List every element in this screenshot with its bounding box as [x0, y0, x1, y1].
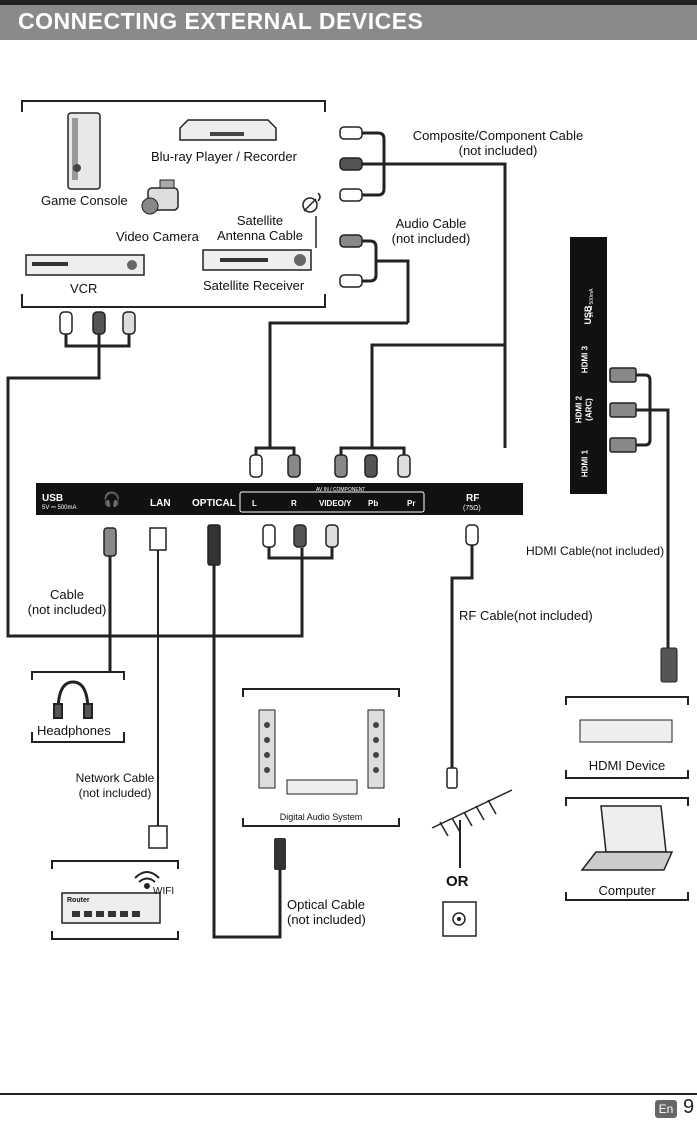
headphones-frame [31, 671, 125, 743]
audio-cable-line [362, 239, 410, 323]
optical-cable-line [212, 565, 282, 939]
headphone-port-icon: 🎧 [103, 491, 121, 507]
tv-port-pb: Pb [368, 499, 379, 508]
tv-input-plugs [249, 454, 411, 478]
label-bluray: Blu-ray Player / Recorder [151, 149, 297, 164]
tv-usb-label: USB [42, 493, 64, 504]
tv-optical-label: OPTICAL [192, 498, 236, 509]
composite-cable-line [362, 131, 507, 448]
composite-cable-plugs [339, 126, 363, 202]
hdmi-plugs [609, 367, 637, 453]
side-hdmi2-label: HDMI 2 [574, 395, 584, 424]
side-usb-rating: 5V ⎓ 500mA [589, 288, 595, 318]
label-composite-cable: Composite/Component Cable (not included) [412, 128, 584, 158]
tv-port-video: VIDEO/Y [319, 499, 352, 508]
label-or: OR [446, 873, 469, 890]
bluray-player-icon [179, 119, 277, 141]
side-hdmi2-arc-label: (ARC) [584, 398, 594, 421]
section-header: CONNECTING EXTERNAL DEVICES [0, 0, 697, 40]
laptop-icon [580, 805, 674, 871]
tv-usb-rating: 5V ⎓ 500mA [42, 505, 77, 511]
page-number: 9 [683, 1096, 695, 1118]
label-digital-audio-system: Digital Audio System [279, 812, 363, 822]
receiver-unit-icon [286, 779, 358, 795]
speaker-left-icon [258, 709, 276, 789]
label-satellite-receiver: Satellite Receiver [203, 278, 305, 293]
computer-frame [565, 797, 689, 901]
router-icon [61, 892, 161, 924]
label-router: Router [67, 897, 90, 904]
digital-audio-system-frame [242, 688, 400, 827]
label-hdmi-device: HDMI Device [588, 758, 666, 773]
tv-bottom-plugs [103, 524, 479, 566]
vcr-plugs [59, 311, 136, 335]
label-computer: Computer [598, 883, 656, 898]
label-wifi: WIFI [153, 886, 175, 897]
side-hdmi1-label: HDMI 1 [580, 449, 590, 478]
label-network-cable: Network Cable (not included) [75, 771, 155, 800]
label-headphones: Headphones [37, 723, 111, 738]
video-camera-icon [141, 179, 179, 215]
hdmi-device-frame [565, 696, 689, 779]
label-optical-cable: Optical Cable (not included) [287, 897, 366, 927]
tv-rf-ohm: (75Ω) [463, 505, 481, 512]
source-devices-frame [21, 100, 326, 308]
language-badge: En [655, 1100, 677, 1118]
wifi-icon [134, 871, 160, 889]
label-video-camera: Video Camera [116, 229, 199, 244]
antenna-icon [431, 767, 513, 868]
hdmi-cable-line [636, 373, 670, 648]
label-hdmi-cable: HDMI Cable(not included) [526, 544, 665, 558]
tv-port-l: L [252, 499, 257, 508]
tv-lan-label: LAN [150, 498, 171, 509]
label-vcr: VCR [70, 281, 98, 296]
network-plug [148, 825, 168, 849]
page-title: CONNECTING EXTERNAL DEVICES [18, 8, 424, 34]
label-satellite-antenna-cable: Satellite Antenna Cable [216, 213, 303, 243]
hdmi-device-icon [579, 719, 673, 743]
label-cable: Cable (not included) [27, 587, 107, 617]
tv-rear-panel [36, 483, 523, 515]
tv-port-r: R [291, 499, 297, 508]
rf-cable-line [450, 545, 474, 768]
label-rf-cable: RF Cable(not included) [459, 608, 593, 623]
vcr-cable-line [6, 334, 304, 638]
optical-plug [274, 838, 286, 870]
game-console-icon [67, 112, 101, 190]
router-frame [51, 860, 179, 940]
tv-rf-label: RF [466, 493, 480, 504]
satellite-dish-icon [302, 192, 321, 213]
label-game-console: Game Console [41, 193, 128, 208]
footer-line [0, 1093, 697, 1095]
audio-cable-plugs [339, 234, 363, 288]
tv-port-pr: Pr [407, 499, 416, 508]
tv-av-in-label: AV IN / COMPONENT [316, 487, 366, 493]
speaker-right-icon [367, 709, 385, 789]
satellite-receiver-icon [202, 249, 312, 271]
tv-side-panel [570, 237, 607, 494]
vcr-icon [25, 254, 145, 276]
label-audio-cable: Audio Cable (not included) [391, 216, 471, 246]
